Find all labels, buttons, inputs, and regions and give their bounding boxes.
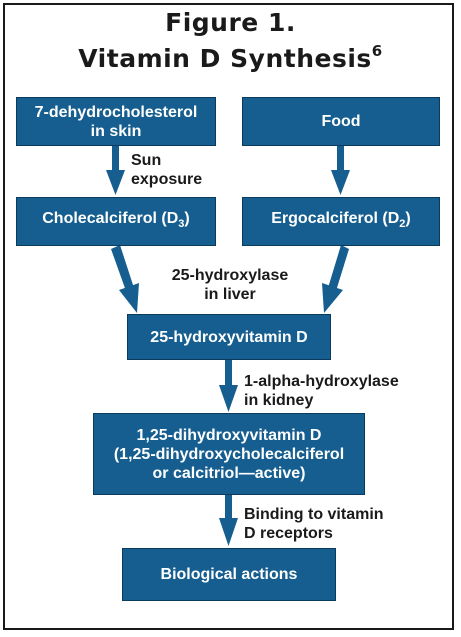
figure-title: Vitamin D Synthesis6: [78, 41, 383, 73]
arrow-dihydroxy-to-bio: [219, 495, 238, 546]
node-label-line: 1,25-dihydroxyvitamin D: [136, 426, 322, 444]
label-1-alpha-hydroxylase: 1-alpha-hydroxylase in kidney: [244, 373, 399, 409]
node-cholecalciferol: Cholecalciferol (D3): [16, 197, 216, 246]
node-label-line: 7-dehydrocholesterol: [34, 103, 198, 121]
node-label-line: in skin: [90, 122, 142, 140]
node-25-hydroxyvitamin-d: 25-hydroxyvitamin D: [127, 314, 331, 360]
node-1-25-dihydroxyvitamin-d: 1,25-dihydroxyvitamin D (1,25-dihydroxyc…: [93, 413, 365, 495]
label-binding-to-receptors: Binding to vitamin D receptors: [244, 506, 384, 542]
figure-frame: [3, 3, 454, 630]
arrow-ergo-to-hydroxy: [322, 245, 349, 313]
node-biological-actions: Biological actions: [122, 548, 336, 601]
label-25-hydroxylase: 25-hydroxylase in liver: [171, 267, 289, 303]
arrow-dehydro-to-chole: [106, 146, 125, 195]
arrow-food-to-ergo: [331, 146, 350, 195]
node-label-line: (1,25-dihydroxycholecalciferol: [113, 445, 345, 463]
arrow-hydroxy-to-dihydroxy: [219, 360, 238, 412]
label-sun-exposure: Sun exposure: [131, 152, 203, 188]
arrow-chole-to-hydroxy: [111, 245, 139, 313]
footnote-marker: 6: [371, 41, 383, 60]
figure-number: Figure 1.: [165, 8, 296, 37]
node-label-line: or calcitriol—active): [152, 464, 306, 482]
node-food: Food: [242, 97, 440, 146]
node-ergocalciferol: Ergocalciferol (D2): [242, 197, 440, 246]
node-7-dehydrocholesterol: 7-dehydrocholesterol in skin: [16, 97, 216, 146]
